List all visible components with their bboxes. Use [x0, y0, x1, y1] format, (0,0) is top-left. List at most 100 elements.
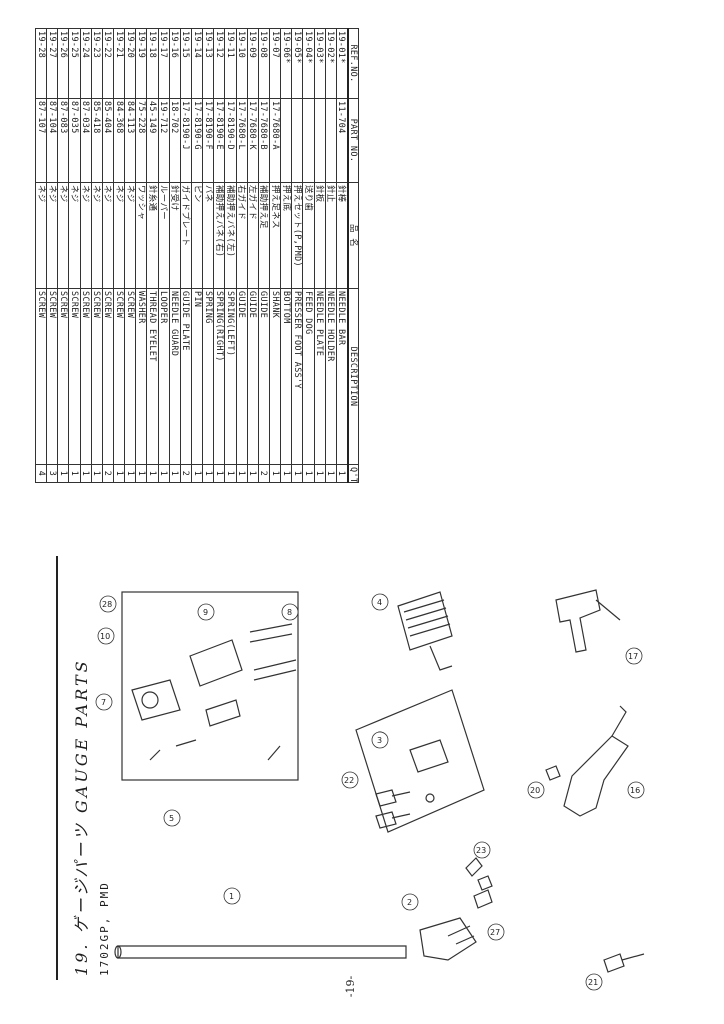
cell-part-no: 17-8190-J	[180, 98, 192, 183]
cell-qty: 1	[135, 464, 147, 483]
cell-description: NEEDLE BAR	[336, 288, 348, 465]
screw-23	[477, 875, 493, 891]
cell-japanese: ワッシャ	[135, 182, 147, 289]
cell-japanese: 送り歯	[302, 182, 315, 289]
callout-2: 2	[401, 893, 419, 911]
cell-description: PRESSER FOOT ASS'Y	[291, 288, 303, 465]
svg-text:22: 22	[344, 776, 354, 785]
cell-japanese: 押え足ネス	[269, 182, 281, 289]
header-ref-no: REF.NO.	[348, 28, 359, 99]
cell-ref-no: 19-06*	[280, 28, 292, 99]
screw-22-b	[375, 811, 411, 829]
cell-japanese: ネジ	[124, 182, 136, 289]
guide-plate-drawing	[205, 699, 241, 727]
cell-qty: 1	[314, 464, 326, 483]
cell-part-no: 45-149	[146, 98, 159, 183]
cell-ref-no: 19-09	[247, 28, 259, 99]
cell-description: SCREW	[124, 288, 136, 465]
cell-description: NEEDLE PLATE	[314, 288, 326, 465]
svg-text:3: 3	[377, 736, 382, 745]
cell-ref-no: 19-10	[236, 28, 248, 99]
thread-eyelet	[465, 857, 483, 877]
cell-ref-no: 19-28	[35, 28, 47, 99]
cell-description: FEED DOG	[302, 288, 315, 465]
cell-qty: 1	[224, 464, 237, 483]
cell-description: SCREW	[113, 288, 125, 465]
cell-description: NEEDLE GUARD	[169, 288, 181, 465]
cell-japanese: ネジ	[57, 182, 69, 289]
cell-japanese: 針板	[314, 182, 326, 289]
cell-japanese: 針受け	[169, 182, 181, 289]
cell-japanese: ネジ	[113, 182, 125, 289]
cell-description: PIN	[191, 288, 203, 465]
cell-qty: 2	[258, 464, 270, 483]
cell-qty: 1	[269, 464, 281, 483]
svg-text:17: 17	[628, 652, 638, 661]
svg-text:16: 16	[630, 786, 640, 795]
screw-20	[545, 765, 561, 781]
needle-holder-drawing	[419, 917, 477, 961]
presser-foot-frame	[121, 591, 299, 781]
cell-ref-no: 19-18	[146, 28, 159, 99]
callout-7: 7	[95, 693, 113, 711]
cell-japanese: ルーパー	[158, 182, 170, 289]
cell-qty: 4	[35, 464, 47, 483]
callout-22: 22	[341, 771, 359, 789]
cell-description: GUIDE	[236, 288, 248, 465]
cell-qty: 1	[213, 464, 225, 483]
cell-description: GUIDE	[258, 288, 270, 465]
cell-part-no: 87-035	[68, 98, 81, 183]
header-qty: Q'TY	[348, 464, 359, 483]
cell-qty: 1	[191, 464, 203, 483]
cell-ref-no: 19-13	[202, 28, 214, 99]
cell-description: SPRING(LEFT)	[224, 288, 237, 465]
cell-ref-no: 19-05*	[291, 28, 303, 99]
cell-part-no: 87-083	[57, 98, 69, 183]
cell-description: SPRING(RIGHT)	[213, 288, 225, 465]
cell-qty: 1	[169, 464, 181, 483]
cell-part-no: 87-034	[80, 98, 92, 183]
guide-drawing	[249, 623, 297, 681]
cell-japanese: ネジ	[35, 182, 47, 289]
callout-16: 16	[627, 781, 645, 799]
svg-text:5: 5	[169, 814, 174, 823]
cell-part-no: 17-8190-D	[224, 98, 237, 183]
cell-qty: 1	[146, 464, 159, 483]
cell-description: GUIDE PLATE	[180, 288, 192, 465]
cell-description: SCREW	[102, 288, 114, 465]
cell-japanese: 針糸通	[146, 182, 159, 289]
cell-description: THREAD EYELET	[146, 288, 159, 465]
cell-description: SCREW	[35, 288, 47, 465]
bottom-drawing	[189, 639, 243, 687]
cell-description: BOTTOM	[280, 288, 292, 465]
cell-qty: 1	[158, 464, 170, 483]
cell-part-no	[280, 98, 292, 183]
cell-japanese: 針止	[325, 182, 337, 289]
cell-qty: 1	[247, 464, 259, 483]
callout-21: 21	[585, 973, 603, 991]
header-japanese: 品 名	[348, 182, 359, 289]
cell-qty: 1	[202, 464, 214, 483]
cell-part-no: 17-7680-L	[236, 98, 248, 183]
screw-22-a	[375, 789, 411, 807]
callout-8: 8	[281, 603, 299, 621]
cell-part-no: 84-368	[113, 98, 125, 183]
title-rule	[56, 556, 58, 980]
